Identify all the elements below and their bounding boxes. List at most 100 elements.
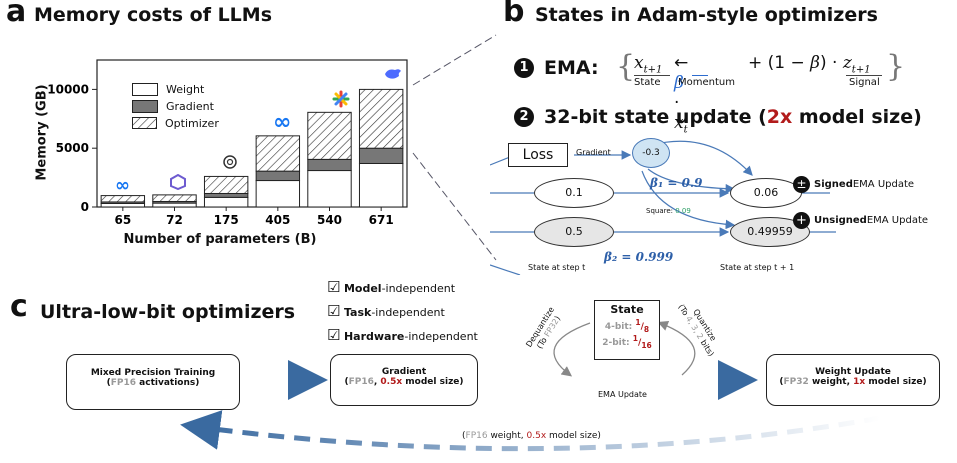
x-tick-label: 175 — [214, 213, 239, 227]
check-item-hardware: ☑ Hardware-independent — [327, 326, 478, 344]
x-tick-label: 65 — [114, 213, 131, 227]
ema-item: 1 EMA: — [514, 57, 599, 79]
y-axis-label: Memory (GB) — [34, 84, 50, 181]
y-tick-label: 10000 — [47, 82, 89, 96]
state-step-t-label: State at step t — [528, 263, 586, 272]
mixed-precision-box: Mixed Precision Training (FP16 activatio… — [66, 354, 240, 410]
state-node-next-1: 0.06 — [730, 178, 802, 208]
plus-minus-icon: ± — [793, 176, 810, 193]
bar-gradient — [203, 192, 249, 198]
state-box-title: State — [610, 303, 644, 316]
item-number-2: 2 — [514, 107, 534, 127]
state-node-prev-2: 0.5 — [534, 217, 614, 247]
x-axis-label: Number of parameters (B) — [123, 232, 317, 247]
state-node-prev-1: 0.1 — [534, 178, 614, 208]
bar-optimizer — [255, 135, 301, 172]
y-tick-label: 0 — [81, 200, 89, 214]
bar-weight — [255, 180, 301, 208]
bar-gradient — [358, 147, 404, 164]
gradient-value: -0.3 — [642, 148, 660, 158]
bar-weight — [100, 202, 146, 208]
mistral-logo-icon — [170, 173, 186, 194]
state-update-item: 2 32-bit state update (2x model size) — [514, 106, 922, 128]
ema-label: EMA: — [544, 57, 599, 79]
legend-label-weight: Weight — [166, 83, 205, 96]
legend-label-optimizer: Optimizer — [165, 117, 219, 130]
bar-optimizer — [100, 195, 146, 203]
pipeline-arrows — [180, 321, 881, 452]
legend-label-gradient: Gradient — [166, 100, 214, 113]
gradient-box-detail: (FP16, 0.5x model size) — [344, 377, 464, 387]
weight-update-title: Weight Update — [815, 367, 891, 377]
panel-a-title: Memory costs of LLMs — [34, 4, 273, 26]
ema-label-signal: Signal — [849, 77, 880, 88]
check-item-task: ☑ Task-independent — [327, 302, 445, 320]
meta-logo-icon: ∞ — [115, 175, 130, 196]
bar-weight — [152, 202, 197, 208]
checkbox-icon: ☑ — [327, 278, 341, 296]
legend-swatch-optimizer — [132, 117, 157, 129]
gradient-box: Gradient (FP16, 0.5x model size) — [330, 354, 478, 406]
state-update-highlight: 2x — [766, 106, 793, 128]
weight-update-detail: (FP32 weight, 1x model size) — [779, 377, 927, 387]
state-update-label-end: model size) — [792, 106, 922, 128]
item-number-1: 1 — [514, 58, 534, 78]
checkbox-icon: ☑ — [327, 326, 341, 344]
panel-b-title: States in Adam-style optimizers — [535, 4, 878, 26]
mixed-precision-detail: (FP16 activations) — [106, 378, 200, 388]
panel-c-title: Ultra-low-bit optimizers — [40, 301, 296, 323]
bar-weight — [307, 170, 352, 208]
gradient-edge-label: Gradient — [576, 148, 611, 157]
signed-update: ± Signed EMA Update — [793, 176, 914, 193]
memory-chart: 0 5000 10000 65 72 175 405 540 671 — [47, 59, 408, 227]
x-tick-label: 540 — [317, 213, 342, 227]
ema-update-label: EMA Update — [598, 390, 647, 399]
bar-optimizer — [152, 194, 197, 202]
square-label: Square: 0.09 — [646, 207, 691, 215]
state-box: State 4-bit: 1/8 2-bit: 1/16 — [594, 300, 660, 360]
bar-optimizer — [358, 88, 404, 149]
check-item-model: ☑ Model-independent — [327, 278, 456, 296]
plot-frame — [96, 59, 408, 208]
mixed-precision-title: Mixed Precision Training — [90, 368, 216, 378]
y-tick-label: 5000 — [56, 141, 89, 155]
bar-optimizer — [203, 175, 249, 194]
loss-box: Loss — [508, 143, 568, 167]
bar-optimizer — [307, 111, 352, 160]
beta2-label: β₂ = 0.999 — [604, 250, 674, 264]
state-2bit: 2-bit: 1/16 — [602, 333, 652, 350]
zoom-connector-lines — [412, 34, 497, 261]
gradient-node: -0.3 — [632, 138, 670, 168]
meta-logo-icon: ∞ — [273, 110, 292, 135]
ema-label-momentum: Momentum — [678, 77, 735, 88]
panel-a-letter: a — [6, 0, 27, 29]
gradient-box-title: Gradient — [381, 367, 427, 377]
checkbox-icon: ☑ — [327, 302, 341, 320]
state-4bit: 4-bit: 1/8 — [604, 318, 650, 334]
weight-update-box: Weight Update (FP32 weight, 1x model siz… — [766, 354, 940, 406]
bar-gradient — [255, 170, 301, 182]
legend-swatch-weight — [132, 83, 158, 96]
deepseek-logo-icon — [384, 66, 402, 85]
legend-swatch-gradient — [132, 100, 158, 113]
bar-weight — [203, 196, 249, 208]
panel-c-letter: c — [10, 289, 28, 324]
google-gemini-logo-icon — [332, 90, 350, 112]
panel-b-letter: b — [503, 0, 525, 29]
plus-icon: + — [793, 212, 810, 229]
x-tick-label: 405 — [265, 213, 290, 227]
ema-label-state: State — [634, 77, 661, 88]
state-update-label: 32-bit state update ( — [544, 106, 767, 128]
state-step-t1-label: State at step t + 1 — [720, 263, 795, 272]
beta1-label: β₁ = 0.9 — [650, 176, 703, 190]
loss-label: Loss — [522, 147, 554, 163]
independence-checklist: ☑ Model-independent ☑ Task-independent ☑… — [327, 276, 478, 348]
chart-legend: Weight Gradient Optimizer — [132, 83, 219, 130]
bar-gradient — [307, 158, 352, 172]
bar-weight — [358, 162, 404, 208]
bottom-arrow-label: (FP16 weight, 0.5x model size) — [462, 431, 601, 441]
unsigned-update: + Unsigned EMA Update — [793, 212, 928, 229]
x-tick-label: 671 — [369, 213, 394, 227]
openai-logo-icon — [222, 154, 238, 174]
x-tick-label: 72 — [166, 213, 183, 227]
